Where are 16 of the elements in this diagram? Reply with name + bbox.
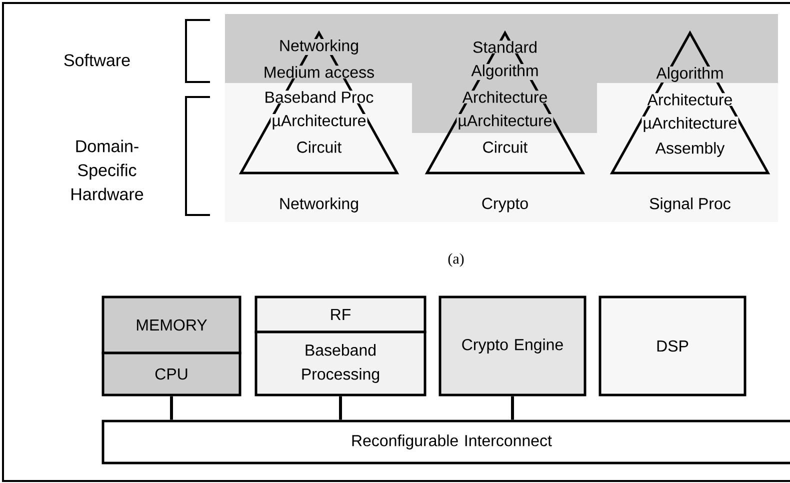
- subfigure-label: (a): [448, 253, 464, 267]
- block: Baseband Processing: [254, 330, 426, 396]
- layer-label: Software: [64, 54, 130, 66]
- column-label: Networking: [280, 198, 358, 212]
- bus-connector: [511, 396, 514, 420]
- column-label: Crypto: [482, 198, 528, 212]
- column-label: Signal Proc: [650, 198, 730, 212]
- block: Crypto Engine: [438, 296, 586, 396]
- memory-block: MEMORY: [102, 296, 242, 354]
- bus-connector: [339, 396, 342, 420]
- interconnect-bar: Reconfigurable Interconnect: [102, 420, 790, 464]
- bus-connector: [170, 396, 173, 420]
- block: DSP: [598, 296, 746, 396]
- processor-block: CPU: [102, 352, 242, 396]
- layer-label: Domain-Specific Hardware: [72, 140, 144, 200]
- block: RF: [254, 296, 426, 334]
